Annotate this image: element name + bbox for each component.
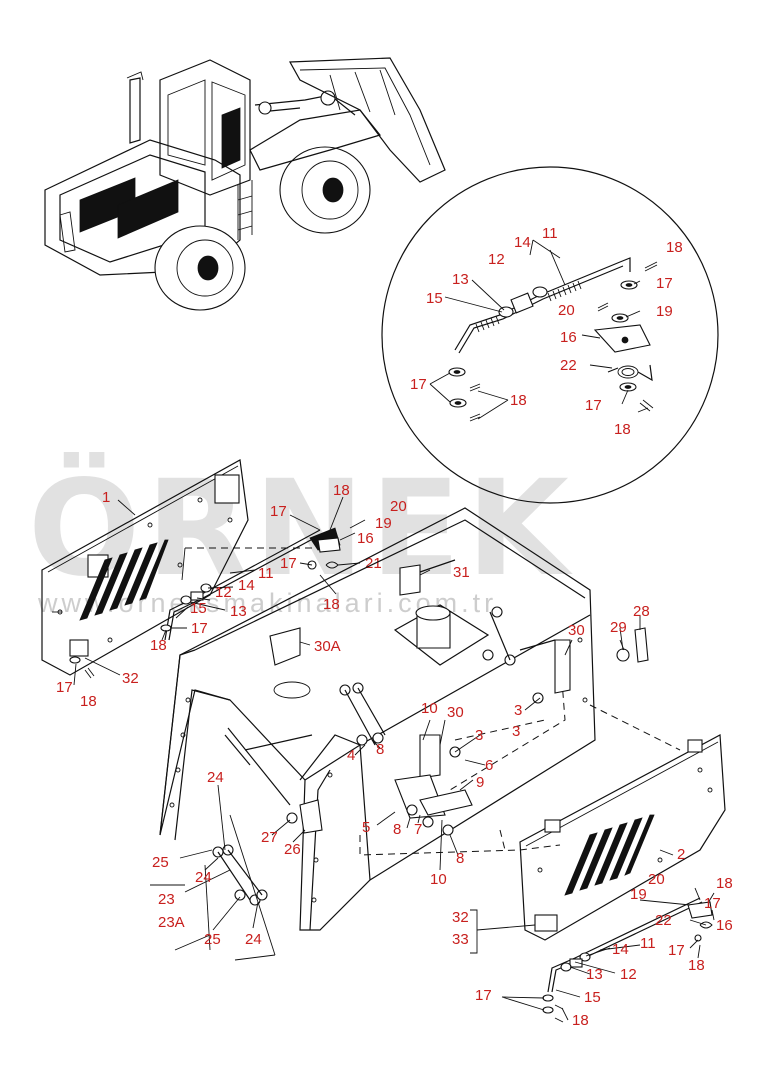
left-label: 17 — [56, 679, 73, 696]
right-label: 18 — [572, 1012, 589, 1029]
left-label: 18 — [150, 637, 167, 654]
right-label: 17 — [668, 942, 685, 959]
inset-label: 19 — [656, 303, 673, 320]
left-label: 17 — [270, 503, 287, 520]
left-label: 18 — [80, 693, 97, 710]
left-label: 12 — [215, 584, 232, 601]
left-label: 16 — [357, 530, 374, 547]
detail-inset: 11 12 13 14 15 16 17 17 17 18 18 18 19 2… — [381, 166, 719, 504]
right-label: 18 — [716, 875, 733, 892]
center-label: 24 — [195, 869, 212, 886]
left-label: 20 — [390, 498, 407, 515]
center-label: 8 — [456, 850, 464, 867]
center-label: 31 — [453, 564, 470, 581]
center-label: 26 — [284, 841, 301, 858]
inset-label: 14 — [514, 234, 531, 251]
right-label: 13 — [586, 966, 603, 983]
center-label: 7 — [414, 821, 422, 838]
right-label: 33 — [452, 931, 469, 948]
center-label: 25 — [152, 854, 169, 871]
right-label: 16 — [716, 917, 733, 934]
center-label: 3 — [512, 723, 520, 740]
left-label: 17 — [280, 555, 297, 572]
center-label: 30A — [314, 638, 341, 655]
center-label: 23A — [158, 914, 185, 931]
right-side-panel: 29 28 2 20 18 19 17 16 22 17 18 32 33 14… — [452, 603, 733, 1029]
right-label: 15 — [584, 989, 601, 1006]
center-label: 8 — [376, 741, 384, 758]
center-label: 24 — [207, 769, 224, 786]
left-label: 15 — [190, 600, 207, 617]
inset-label: 20 — [558, 302, 575, 319]
right-label: 17 — [704, 895, 721, 912]
left-label: 13 — [230, 603, 247, 620]
left-side-panel: 1 18 16 20 19 17 17 21 11 14 12 13 15 17… — [41, 459, 407, 710]
right-label: 2 — [677, 846, 685, 863]
hood-frame: 31 30A 30 3 10 30 3 6 4 8 9 5 8 7 8 10 2… — [150, 507, 681, 961]
left-label: 19 — [375, 515, 392, 532]
center-label: 9 — [476, 774, 484, 791]
right-label: 18 — [688, 957, 705, 974]
right-label: 29 — [610, 619, 627, 636]
center-label: 8 — [393, 821, 401, 838]
inset-label: 18 — [510, 392, 527, 409]
inset-label: 16 — [560, 329, 577, 346]
center-label: 3 — [514, 702, 522, 719]
right-label: 14 — [612, 941, 629, 958]
center-label: 30 — [568, 622, 585, 639]
right-label: 22 — [655, 912, 672, 929]
center-label: 6 — [485, 757, 493, 774]
center-label: 30 — [447, 704, 464, 721]
center-label: 25 — [204, 931, 221, 948]
inset-label: 13 — [452, 271, 469, 288]
right-label: 19 — [630, 886, 647, 903]
left-label: 18 — [333, 482, 350, 499]
right-label: 28 — [633, 603, 650, 620]
left-label: 17 — [191, 620, 208, 637]
inset-label: 17 — [410, 376, 427, 393]
left-label: 11 — [258, 565, 274, 582]
right-label: 11 — [640, 935, 656, 952]
left-label: 14 — [238, 577, 255, 594]
left-label: 1 — [102, 489, 110, 506]
inset-label: 17 — [585, 397, 602, 414]
center-label: 27 — [261, 829, 278, 846]
center-label: 23 — [158, 891, 175, 908]
center-label: 10 — [430, 871, 447, 888]
center-label: 3 — [475, 727, 483, 744]
inset-label: 22 — [560, 357, 577, 374]
center-label: 5 — [362, 819, 370, 836]
left-label: 32 — [122, 670, 139, 687]
inset-label: 17 — [656, 275, 673, 292]
right-label: 12 — [620, 966, 637, 983]
center-label: 4 — [347, 747, 355, 764]
center-label: 10 — [421, 700, 438, 717]
right-label: 20 — [648, 871, 665, 888]
wheel-loader-illustration — [44, 57, 446, 311]
right-label: 17 — [475, 987, 492, 1004]
inset-label: 12 — [488, 251, 505, 268]
center-label: 24 — [245, 931, 262, 948]
inset-label: 18 — [666, 239, 683, 256]
inset-label: 15 — [426, 290, 443, 307]
left-label: 18 — [323, 596, 340, 613]
right-label: 32 — [452, 909, 469, 926]
inset-label: 18 — [614, 421, 631, 438]
inset-label: 11 — [542, 225, 558, 242]
